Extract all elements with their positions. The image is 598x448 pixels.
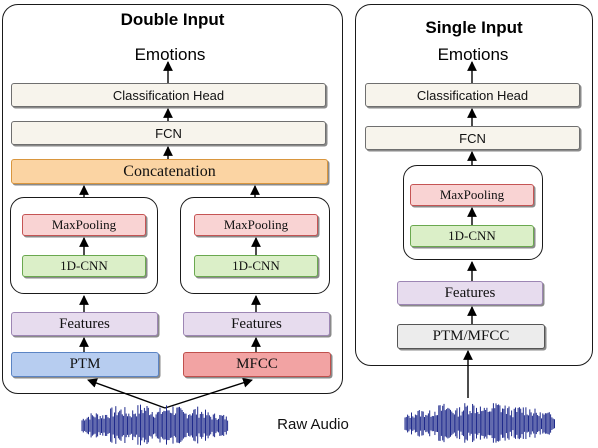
double-emotions-label: Emotions bbox=[134, 45, 206, 64]
single-classification-head: Classification Head bbox=[365, 83, 580, 107]
double-classification-head: Classification Head bbox=[11, 83, 326, 107]
single-maxpooling: MaxPooling bbox=[410, 184, 534, 206]
left-1d-cnn: 1D-CNN bbox=[22, 255, 146, 277]
double-input-title: Double Input bbox=[120, 10, 225, 29]
single-features: Features bbox=[397, 281, 543, 305]
concatenation-block: Concatenation bbox=[11, 159, 328, 184]
single-fcn: FCN bbox=[365, 126, 580, 150]
left-maxpooling: MaxPooling bbox=[22, 214, 146, 236]
ptm-block: PTM bbox=[11, 352, 159, 377]
right-features: Features bbox=[183, 312, 330, 336]
raw-audio-label: Raw Audio bbox=[277, 416, 349, 433]
single-emotions-label: Emotions bbox=[437, 45, 509, 64]
raw-audio-waveform-right bbox=[404, 403, 555, 443]
double-fcn: FCN bbox=[11, 121, 326, 145]
arrow-audio-to-ptm bbox=[87, 378, 166, 409]
right-maxpooling: MaxPooling bbox=[194, 214, 318, 236]
raw-audio-waveform-left bbox=[81, 404, 229, 446]
ptm-mfcc-block: PTM/MFCC bbox=[397, 324, 545, 349]
right-1d-cnn: 1D-CNN bbox=[194, 255, 318, 277]
single-input-title: Single Input bbox=[425, 18, 523, 37]
left-features: Features bbox=[11, 312, 158, 336]
single-1d-cnn: 1D-CNN bbox=[410, 225, 534, 247]
arrow-audio-to-mfcc bbox=[164, 378, 253, 409]
mfcc-block: MFCC bbox=[183, 352, 331, 377]
